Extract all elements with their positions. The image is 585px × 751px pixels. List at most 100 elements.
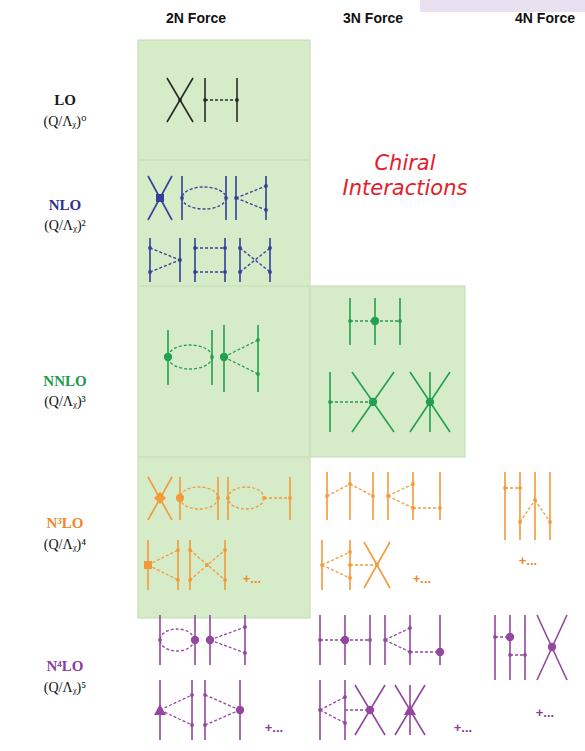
vertex [203, 98, 207, 102]
title-note: Chiral Interactions [343, 151, 468, 200]
power-label: (Q/Λᵪ)² [44, 218, 86, 233]
feynman-diagram [203, 680, 244, 740]
nucleon-line [352, 372, 394, 432]
vertex [371, 494, 375, 498]
feynman-diagram [234, 176, 268, 220]
pion-line [236, 198, 266, 210]
pion-line [210, 640, 245, 653]
pion-line [190, 550, 225, 580]
pion-line [350, 564, 377, 565]
vertex [176, 548, 180, 552]
vertex [341, 636, 349, 644]
power-label: (Q/Λᵪ)³ [44, 394, 86, 409]
vertex [426, 398, 434, 406]
feynman-diagram [164, 330, 214, 385]
shaded-region [310, 286, 465, 457]
vertex [193, 246, 197, 250]
order-label: NNLO [43, 373, 86, 389]
nucleon-line [537, 615, 567, 680]
feynman-diagram [167, 78, 193, 122]
pion-line [150, 260, 180, 272]
nucleon-line [524, 615, 526, 680]
power-label: (Q/Λᵪ)⁴ [44, 537, 86, 552]
nucleon-line [194, 238, 196, 282]
pion-line [385, 628, 410, 640]
nucleon-line [269, 238, 271, 282]
vertex [164, 353, 172, 361]
vertex [191, 636, 199, 644]
continuation-mark: +... [243, 571, 261, 586]
vertex [176, 494, 184, 502]
vertex [533, 498, 537, 502]
order-label: LO [54, 92, 76, 108]
vertex [234, 196, 238, 200]
vertex [188, 578, 192, 582]
pion-line [505, 487, 520, 488]
nucleon-line [355, 685, 385, 735]
nucleon-line [167, 78, 193, 122]
vertex [348, 576, 352, 580]
pion-loop [228, 487, 264, 509]
pion-line [205, 99, 237, 100]
vertex [506, 633, 514, 641]
pion-line [327, 484, 350, 496]
vertex [268, 270, 272, 274]
nucleon-line [224, 540, 226, 590]
vertex [523, 653, 527, 657]
vertex [411, 482, 415, 486]
vertex-triangle [404, 704, 416, 715]
label-holder: N⁴LO [46, 658, 83, 675]
feynman-diagram [320, 540, 390, 590]
feynman-diagram [148, 176, 172, 220]
feynman-diagram [328, 372, 394, 432]
vertex [236, 706, 244, 714]
label-holder: +... [536, 705, 554, 720]
vertex [223, 246, 227, 250]
vertex [548, 520, 552, 524]
nucleon-line [549, 472, 551, 540]
nucleon-line [148, 176, 172, 220]
label-holder: NNLO [43, 373, 86, 390]
pion-line [160, 695, 192, 710]
row-divider [138, 286, 310, 287]
vertex-diamond [154, 492, 166, 504]
vertex [206, 636, 214, 644]
feynman-diagram [395, 685, 425, 735]
vertex [518, 520, 522, 524]
vertex [318, 708, 322, 712]
column-header: 3N Force [343, 10, 403, 26]
vertex [180, 196, 184, 200]
nucleon-line [504, 472, 506, 540]
label-holder: +... [413, 571, 431, 586]
feynman-diagram [493, 615, 527, 680]
pion-line [410, 651, 440, 652]
feynman-diagram [238, 238, 272, 282]
vertex [223, 270, 227, 274]
pion-line [264, 497, 290, 498]
vertex [548, 643, 556, 651]
vertex [188, 548, 192, 552]
pion-line [240, 248, 270, 272]
vertex [224, 196, 228, 200]
vertex-square [156, 194, 164, 202]
pion-line [148, 565, 178, 580]
label-holder: +... [454, 720, 472, 735]
vertex [205, 563, 209, 567]
label-holder: (Q/Λᵪ)⁴ [44, 537, 86, 553]
vertex [193, 270, 197, 274]
nucleon-line [355, 685, 385, 735]
feynman-diagram [144, 540, 180, 590]
vertex [223, 578, 227, 582]
feynman-diagram [203, 78, 239, 122]
pion-line [150, 248, 180, 260]
pion-line [322, 552, 350, 565]
nucleon-line [239, 238, 241, 282]
pion-line [224, 340, 258, 357]
feynman-diagram [220, 325, 260, 392]
feynman-diagram [383, 615, 444, 665]
vertex [235, 98, 239, 102]
vertex [238, 246, 242, 250]
feynman-diagram [325, 472, 375, 520]
label-holder: (Q/Λᵪ)² [44, 218, 86, 234]
label-holder: (Q/Λᵪ)⁵ [44, 680, 86, 696]
